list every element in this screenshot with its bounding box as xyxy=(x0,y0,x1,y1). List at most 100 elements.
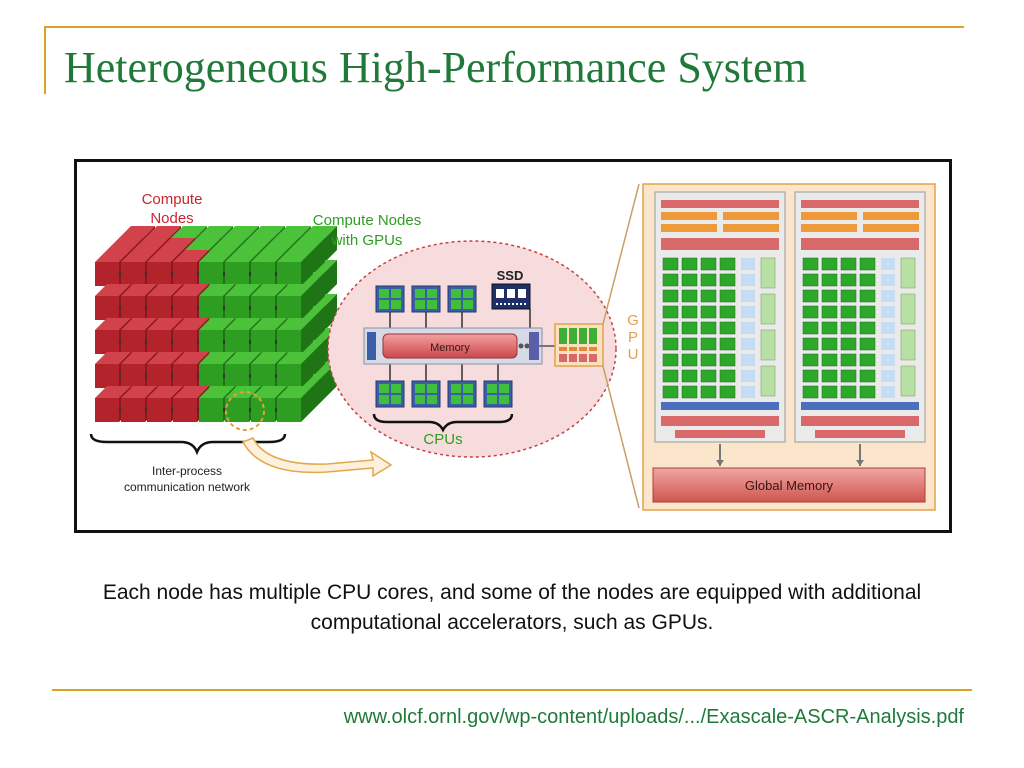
gpu-card-memory xyxy=(569,354,577,362)
gpu-nodes-label-line1: Compute Nodes xyxy=(313,212,421,229)
sm-cuda-core xyxy=(802,385,819,399)
network-brace xyxy=(89,433,287,456)
sm-cuda-core xyxy=(859,289,876,303)
footer-rule xyxy=(52,689,972,691)
sm-dispatch xyxy=(661,224,717,232)
sm-scheduler xyxy=(863,212,919,220)
sm-ld-st-unit xyxy=(881,354,895,366)
sm-sfu xyxy=(900,329,916,361)
sm-scheduler xyxy=(801,212,857,220)
sm-ld-st-unit xyxy=(881,290,895,302)
sm-cuda-core xyxy=(840,337,857,351)
sm-cuda-core xyxy=(681,321,698,335)
gpu-card-core xyxy=(559,328,567,344)
sm-ld-st-unit xyxy=(741,290,755,302)
cpu-core xyxy=(375,380,405,408)
compute-node xyxy=(277,352,313,388)
sm-cuda-core xyxy=(821,273,838,287)
zoom-arrow xyxy=(241,437,393,478)
board-port-right xyxy=(529,332,539,360)
compute-nodes-label-line1: Compute xyxy=(142,191,203,208)
sm-cuda-core xyxy=(681,257,698,271)
sm-cuda-core xyxy=(662,385,679,399)
gpu-card-core xyxy=(569,328,577,344)
memory-block xyxy=(382,333,518,359)
sm-cuda-core xyxy=(700,289,717,303)
sm-cache-bar xyxy=(661,200,779,208)
sm-cuda-core xyxy=(700,257,717,271)
sm-cuda-core xyxy=(719,289,736,303)
sm-cache-bar xyxy=(801,200,919,208)
sm-cuda-core xyxy=(840,289,857,303)
sm-cuda-core xyxy=(859,257,876,271)
source-link[interactable]: www.olcf.ornl.gov/wp-content/uploads/...… xyxy=(343,706,964,728)
sm-cuda-core xyxy=(719,385,736,399)
sm-ld-st-unit xyxy=(741,354,755,366)
sm-cuda-core xyxy=(802,337,819,351)
sm-scheduler xyxy=(723,212,779,220)
sm-cuda-core xyxy=(719,337,736,351)
global-memory-block xyxy=(652,467,926,503)
compute-node xyxy=(277,318,313,354)
sm-interconnect xyxy=(801,402,919,410)
sm-sfu xyxy=(760,293,776,325)
sm-cuda-core xyxy=(700,385,717,399)
sm-cuda-core xyxy=(821,369,838,383)
sm-cuda-core xyxy=(662,257,679,271)
gpu-card-memory xyxy=(589,354,597,362)
cpu-core xyxy=(411,380,441,408)
compute-node xyxy=(277,386,313,422)
sm-dispatch xyxy=(723,224,779,232)
streaming-multiprocessor xyxy=(654,191,786,466)
gpu-card-memory xyxy=(559,354,567,362)
sm-cuda-core xyxy=(821,257,838,271)
streaming-multiprocessor xyxy=(794,191,926,466)
sm-cuda-core xyxy=(802,305,819,319)
sm-sfu xyxy=(760,329,776,361)
sm-cuda-core xyxy=(802,353,819,367)
sm-cuda-core xyxy=(681,273,698,287)
sm-cuda-core xyxy=(840,305,857,319)
sm-sfu xyxy=(760,257,776,289)
sm-cuda-core xyxy=(859,337,876,351)
sm-cuda-core xyxy=(700,273,717,287)
gpu-card-cache xyxy=(589,347,597,351)
compute-node xyxy=(225,318,261,354)
sm-ld-st-unit xyxy=(881,274,895,286)
compute-node xyxy=(277,284,313,320)
sm-cuda-core xyxy=(802,273,819,287)
sm-sfu xyxy=(900,365,916,397)
cpu-core xyxy=(483,380,513,408)
gpu-card-core xyxy=(579,328,587,344)
gpu-card-cells xyxy=(559,328,597,362)
cpus-label: CPUs xyxy=(423,431,462,448)
sm-cuda-core xyxy=(802,321,819,335)
sm-cuda-core xyxy=(859,305,876,319)
sm-cuda-core xyxy=(840,273,857,287)
board-port-left xyxy=(367,332,376,360)
sm-cuda-core xyxy=(681,337,698,351)
sm-cuda-core xyxy=(840,369,857,383)
sm-register-file xyxy=(801,238,919,250)
sm-cuda-core xyxy=(859,385,876,399)
sm-ld-st-unit xyxy=(741,386,755,398)
node-cluster xyxy=(95,226,337,422)
sm-cuda-core xyxy=(859,369,876,383)
sm-cuda-core xyxy=(681,289,698,303)
cpu-core xyxy=(375,285,405,313)
sm-ld-st-unit xyxy=(741,322,755,334)
expand-line-bottom xyxy=(602,365,640,509)
system-diagram: Compute Nodes Compute Nodes with GPUs In… xyxy=(74,159,952,533)
sm-ld-st-unit xyxy=(881,322,895,334)
streaming-multiprocessors xyxy=(654,191,926,466)
title-accent-rule xyxy=(44,26,964,28)
sm-cuda-core xyxy=(802,257,819,271)
memory-label: Memory xyxy=(430,342,470,354)
sm-cuda-core xyxy=(859,353,876,367)
sm-memory-arrow xyxy=(856,460,864,466)
gpu-card-memory xyxy=(579,354,587,362)
sm-cuda-core xyxy=(719,257,736,271)
expand-line-top xyxy=(602,183,640,325)
sm-cuda-core xyxy=(840,257,857,271)
sm-cuda-core xyxy=(681,385,698,399)
